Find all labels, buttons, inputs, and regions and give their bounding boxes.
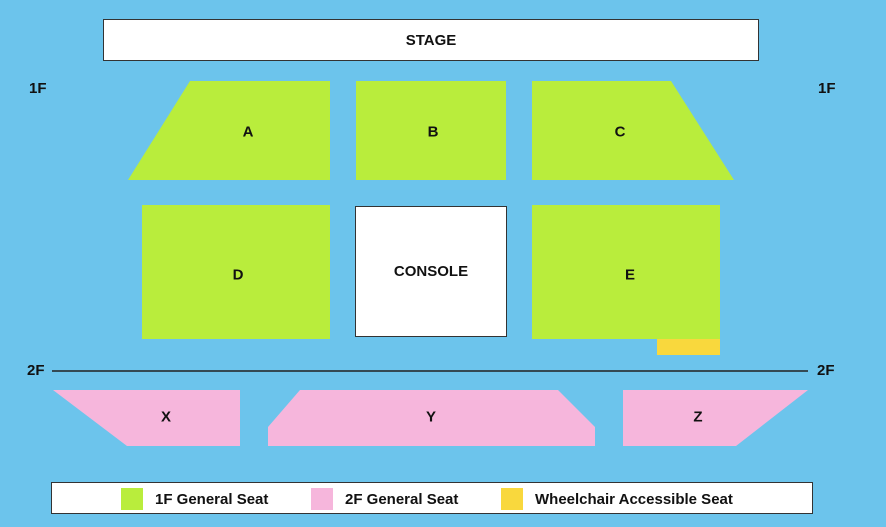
legend-label-wheelchair: Wheelchair Accessible Seat	[535, 490, 733, 508]
legend-item-2f: 2F General Seat	[311, 488, 458, 510]
section-e-block[interactable]	[532, 205, 720, 339]
section-b-block[interactable]	[356, 81, 506, 180]
legend-label-1f: 1F General Seat	[155, 490, 269, 508]
legend-swatch-2f	[311, 488, 333, 510]
section-z-label: Z	[693, 408, 703, 426]
floor-1f-label-right: 1F	[818, 80, 836, 97]
section-e-label: E	[624, 266, 636, 284]
floor-2f-label-left: 2F	[27, 362, 45, 379]
section-c-label: C	[614, 123, 626, 141]
section-y-label: Y	[425, 408, 437, 426]
section-x-block[interactable]	[53, 390, 240, 446]
legend-box: 1F General Seat 2F General Seat Wheelcha…	[51, 482, 813, 514]
legend-swatch-1f	[121, 488, 143, 510]
legend-label-2f: 2F General Seat	[345, 490, 459, 508]
section-x-label: X	[160, 408, 172, 426]
floor-1f-label-left: 1F	[29, 80, 47, 97]
section-z-block[interactable]	[623, 390, 808, 446]
section-b-label: B	[427, 123, 439, 141]
section-y-block[interactable]	[268, 390, 595, 446]
legend-item-wheelchair: Wheelchair Accessible Seat	[501, 488, 733, 510]
floor-2f-label-right: 2F	[817, 362, 835, 379]
section-a-label: A	[242, 123, 254, 141]
console-area: CONSOLE	[355, 206, 507, 337]
stage-label: STAGE	[405, 31, 457, 49]
stage-area: STAGE	[103, 19, 759, 61]
console-label: CONSOLE	[393, 263, 469, 280]
wheelchair-seat-area[interactable]	[657, 339, 720, 355]
legend-swatch-wheelchair	[501, 488, 523, 510]
section-d-block[interactable]	[142, 205, 330, 339]
section-c-block[interactable]	[532, 81, 734, 180]
section-d-label: D	[232, 266, 244, 284]
section-a-block[interactable]	[128, 81, 330, 180]
legend-item-1f: 1F General Seat	[121, 488, 268, 510]
